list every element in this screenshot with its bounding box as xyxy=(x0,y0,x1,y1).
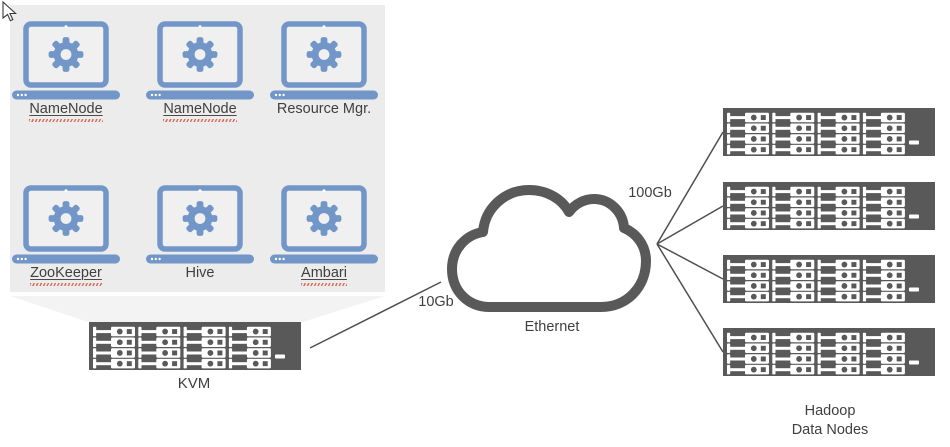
kvm-server-icon xyxy=(89,322,301,370)
link-speed-100gb-label: 100Gb xyxy=(628,185,672,201)
vm-label-ambari: Ambari xyxy=(249,264,399,286)
ethernet-cloud-icon xyxy=(447,185,651,312)
vm-label-text: NameNode xyxy=(163,100,236,122)
arrow-cursor-icon xyxy=(2,0,18,22)
vm-label-text: Resource Mgr. xyxy=(276,101,372,117)
link-cloud-to-rack-2 xyxy=(656,205,724,245)
datanode-rack-icon-4 xyxy=(723,328,935,376)
hadoop-datanodes-label: Hadoop Data Nodes xyxy=(755,402,905,440)
vm-label-text: Hive xyxy=(185,265,215,281)
network-links xyxy=(309,131,724,353)
link-cloud-to-rack-1 xyxy=(656,131,724,245)
datanode-rack-icon-2 xyxy=(723,182,935,230)
hypervisor-funnel-shape xyxy=(10,296,385,322)
vm-label-resource-mgr: Resource Mgr. xyxy=(249,100,399,118)
link-kvm-to-cloud xyxy=(309,281,442,349)
link-speed-10gb-label: 10Gb xyxy=(418,294,454,310)
vm-label-hive: Hive xyxy=(125,264,275,282)
hadoop-datanodes-label-line1: Hadoop xyxy=(804,403,856,419)
datanode-rack-icon-1 xyxy=(723,108,935,156)
kvm-label: KVM xyxy=(177,375,211,392)
ethernet-label: Ethernet xyxy=(524,319,580,335)
link-cloud-to-rack-3 xyxy=(656,243,724,280)
vm-label-text: ZooKeeper xyxy=(30,264,102,286)
vm-label-namenode-2: NameNode xyxy=(125,100,275,122)
datanode-rack-icon-3 xyxy=(723,255,935,303)
vm-label-text: NameNode xyxy=(29,100,102,122)
link-cloud-to-rack-4 xyxy=(656,243,724,353)
hadoop-datanodes-label-line2: Data Nodes xyxy=(791,422,869,438)
vm-label-text: Ambari xyxy=(301,264,347,286)
vm-label-zookeeper: ZooKeeper xyxy=(0,264,141,286)
vm-label-namenode-1: NameNode xyxy=(0,100,141,122)
